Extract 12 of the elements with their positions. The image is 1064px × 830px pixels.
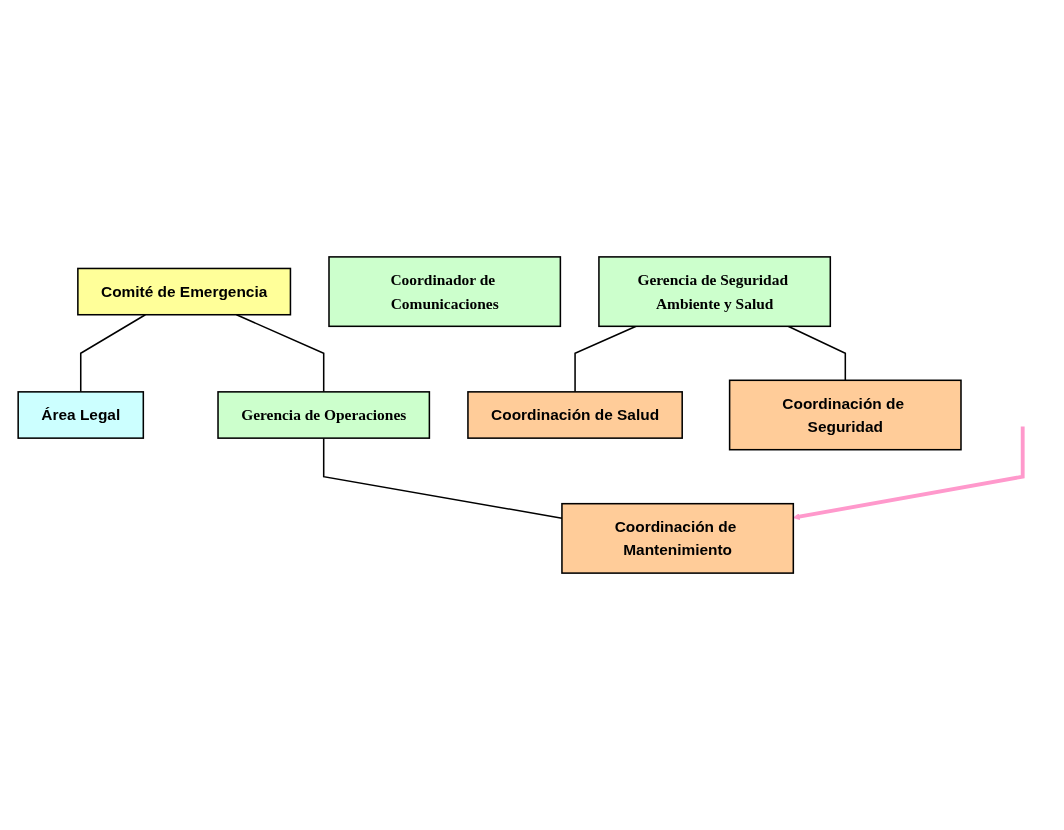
- connector: [574, 325, 637, 393]
- arrow: [793, 426, 1025, 520]
- node-box: Coordinación de Mantenimiento: [561, 502, 795, 574]
- node-box: Coordinación de Seguridad: [728, 379, 962, 451]
- node-box: Coordinación de Salud: [467, 391, 683, 439]
- node-box: Comité de Emergencia: [77, 267, 292, 316]
- node-box: Área Legal: [17, 391, 145, 439]
- node-box: Gerencia de Seguridad Ambiente y Salud: [598, 256, 832, 328]
- connector: [787, 325, 847, 382]
- connector: [79, 313, 147, 393]
- node-box: Gerencia de Operaciones: [217, 391, 431, 439]
- node-box: Coordinador de Comunicaciones: [328, 256, 562, 328]
